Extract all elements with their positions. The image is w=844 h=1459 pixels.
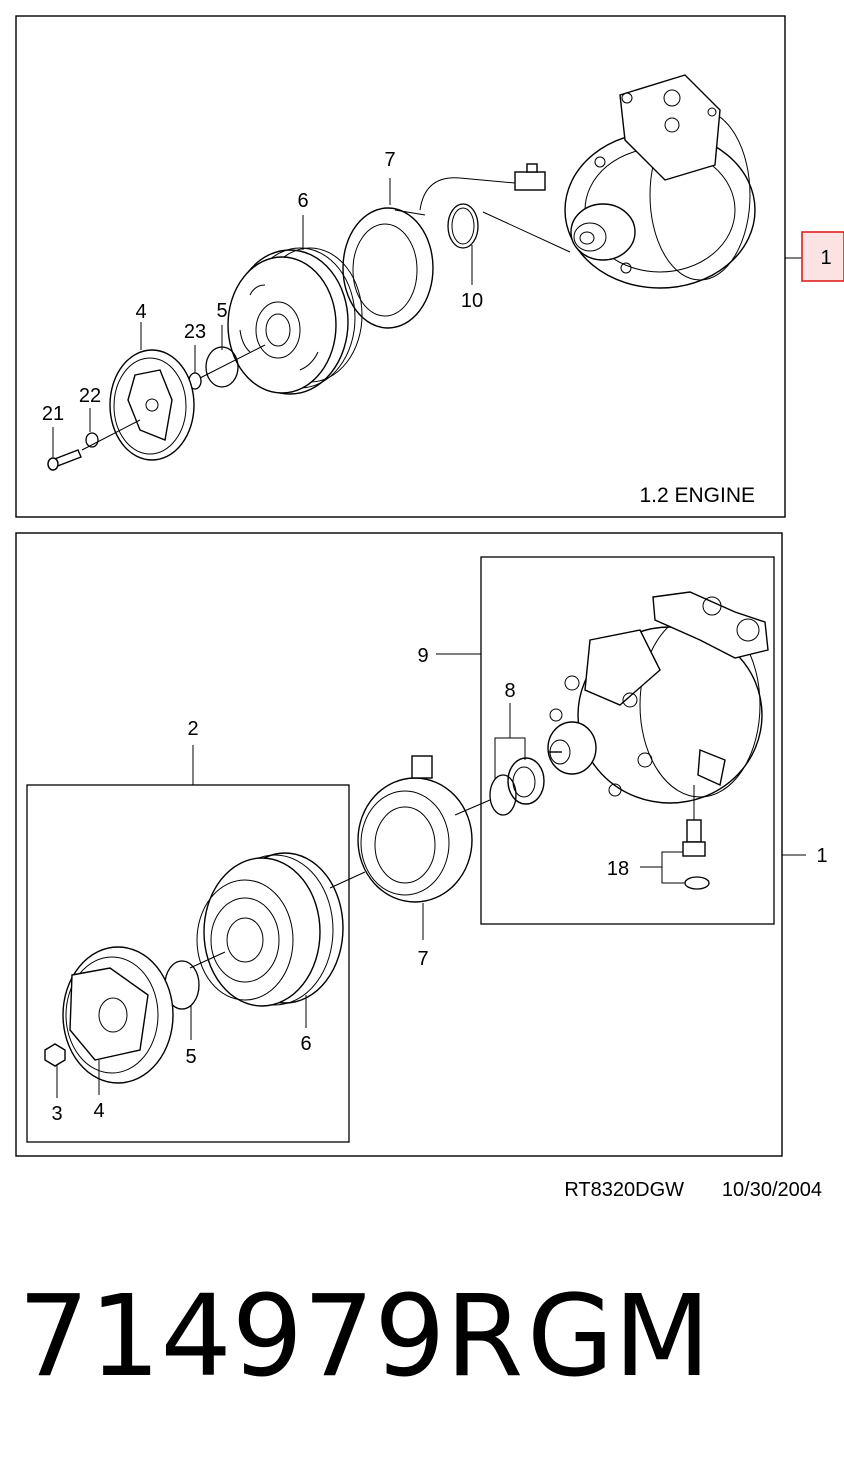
- callout-top-22: 22: [79, 385, 101, 407]
- bolt-21-top: [47, 449, 82, 471]
- callout-bottom-7: 7: [417, 948, 428, 970]
- bottom-panel-frame: [15, 532, 783, 1157]
- callout-bottom-5: 5: [185, 1046, 196, 1068]
- callout-top-6: 6: [297, 190, 308, 212]
- callout-top-10: 10: [461, 290, 483, 312]
- snap-ring-10-top: [447, 203, 479, 249]
- pulley-6-top: [227, 247, 363, 395]
- callout-top-23: 23: [184, 321, 206, 343]
- callout-bottom-1: 1: [816, 845, 827, 867]
- callout-top-1-highlight: [801, 231, 844, 282]
- engine-label: 1.2 ENGINE: [639, 484, 755, 507]
- hub-plate-4-bottom: [62, 946, 174, 1084]
- pulley-6-bottom: [196, 852, 344, 1007]
- bottom-panel: 2 9 8 18 1 7 6 5 4 3: [15, 532, 828, 1157]
- washer-22-top: [85, 432, 99, 448]
- callout-bottom-8: 8: [504, 680, 515, 702]
- compressor-top: [419, 74, 756, 289]
- callout-bottom-2: 2: [187, 718, 198, 740]
- top-panel: 7 6 10 5 23 4 22 21 1.2 ENGINE 1: [15, 15, 844, 518]
- compressor-bottom: [547, 591, 769, 890]
- hub-plate-4-top: [109, 349, 195, 461]
- clutch-assembly-box: [26, 784, 350, 1143]
- brand: GM: [527, 1272, 710, 1402]
- callout-top-7: 7: [384, 149, 395, 171]
- part-number: 714979R: [18, 1272, 523, 1402]
- callout-bottom-3: 3: [51, 1103, 62, 1125]
- top-panel-frame: [15, 15, 786, 518]
- callout-top-5: 5: [216, 300, 227, 322]
- callout-bottom-9: 9: [417, 645, 428, 667]
- seal-8-bottom: [489, 757, 545, 816]
- reference-date: 10/30/2004: [722, 1179, 822, 1201]
- callout-bottom-6: 6: [300, 1033, 311, 1055]
- callout-bottom-18: 18: [607, 858, 629, 880]
- callout-top-4: 4: [135, 301, 146, 323]
- field-coil-7-top: [342, 207, 434, 329]
- reference-code: RT8320DGW: [564, 1179, 684, 1201]
- compressor-assembly-box: [480, 556, 775, 925]
- nut-3-bottom: [44, 1043, 66, 1067]
- callout-top-21: 21: [42, 403, 64, 425]
- callout-bottom-4: 4: [93, 1100, 104, 1122]
- callout-top-1: 1: [820, 247, 831, 269]
- field-coil-7-bottom: [357, 755, 473, 903]
